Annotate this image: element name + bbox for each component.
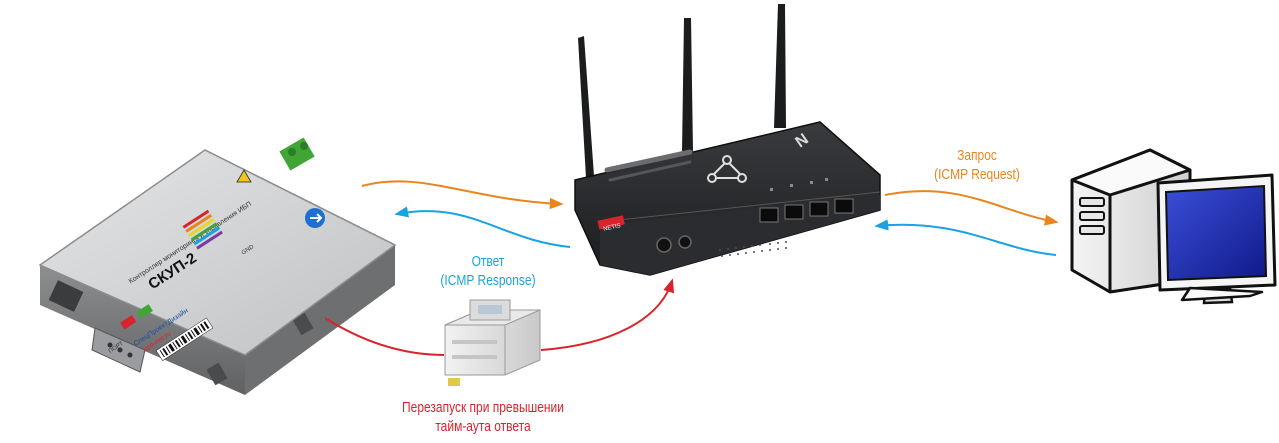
response-arrow-router-to-controller <box>394 206 571 248</box>
request-arrow-controller-to-router <box>361 180 564 210</box>
controller-device-icon: Контроллер мониторинга и управления ИБП … <box>38 137 397 395</box>
relay-module-icon <box>444 299 541 386</box>
desktop-computer-icon <box>1070 148 1277 305</box>
request-label-line2: (ICMP Request) <box>934 166 1020 183</box>
restart-arrow-relay-to-router <box>540 278 675 351</box>
router-badge: NETIS <box>603 223 622 233</box>
response-label: Ответ (ICMP Response) <box>432 252 544 290</box>
request-label: Запрос (ICMP Request) <box>925 146 1029 184</box>
request-arrow-router-to-computer <box>884 190 1059 226</box>
response-label-line2: (ICMP Response) <box>440 272 536 289</box>
request-label-line1: Запрос <box>957 147 997 164</box>
response-arrow-computer-to-router <box>874 219 1057 256</box>
restart-label: Перезапуск при превышении тайм-аута отве… <box>383 398 583 436</box>
restart-label-line1: Перезапуск при превышении <box>402 399 564 416</box>
restart-arrow-controller-to-relay <box>324 317 445 356</box>
router-icon: NETIS N <box>574 4 881 276</box>
response-label-line1: Ответ <box>471 253 505 270</box>
restart-label-line2: тайм-аута ответа <box>435 418 531 435</box>
